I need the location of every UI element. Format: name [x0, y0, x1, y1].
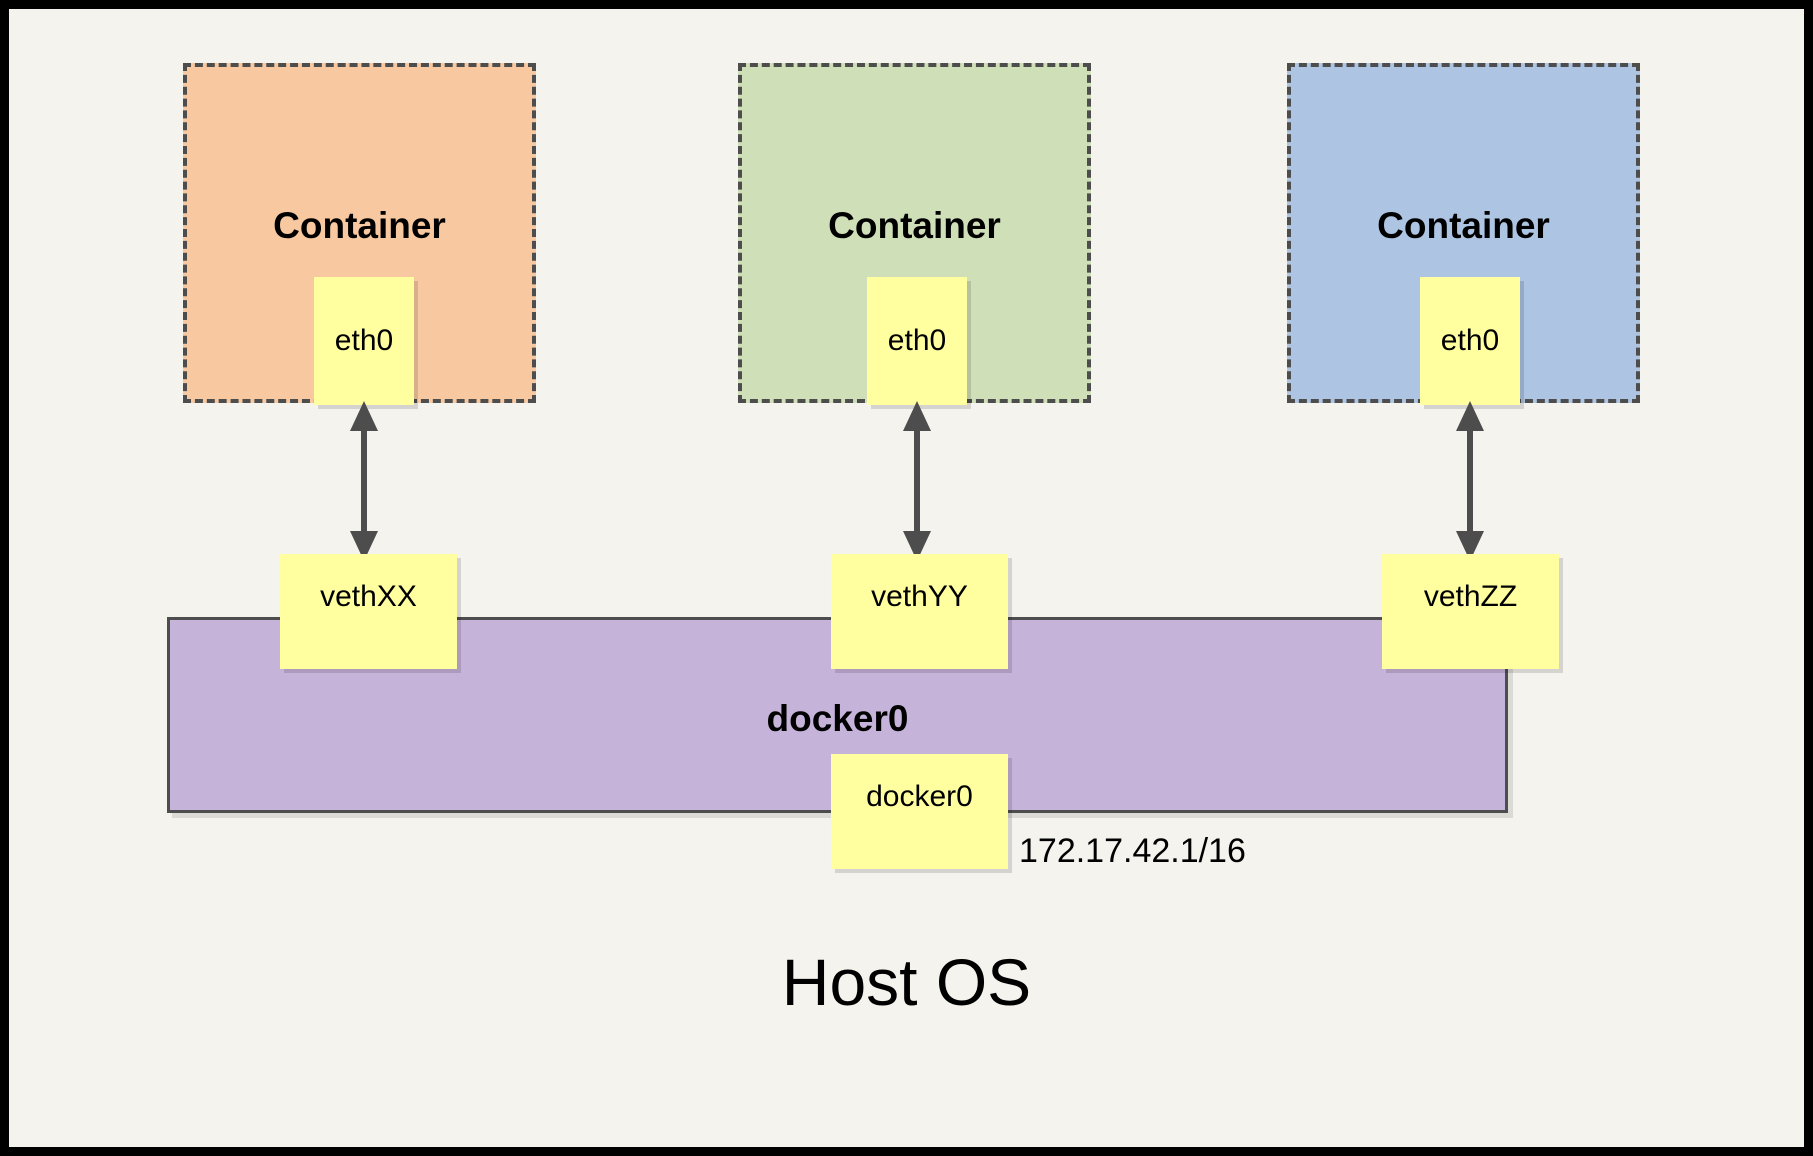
docker0-ip-label: 172.17.42.1/16: [1019, 832, 1246, 870]
eth0-note-1: eth0: [314, 277, 414, 405]
container-title-2: Container: [828, 205, 1001, 246]
veth-note-1: vethXX: [280, 554, 457, 669]
diagram-stage: Container Container Container eth0 eth0 …: [9, 9, 1804, 1147]
container-title-1: Container: [273, 205, 446, 246]
eth0-note-2: eth0: [867, 277, 967, 405]
eth0-note-3: eth0: [1420, 277, 1520, 405]
docker0-bridge-label: docker0: [766, 698, 909, 739]
docker0-interface-note: docker0: [831, 754, 1008, 869]
connector-arrow-3: [1456, 401, 1484, 561]
veth-note-2: vethYY: [831, 554, 1008, 669]
container-title-3: Container: [1377, 205, 1550, 246]
connector-arrow-2: [903, 401, 931, 561]
veth-note-3: vethZZ: [1382, 554, 1559, 669]
connector-arrow-1: [350, 401, 378, 561]
host-os-label: Host OS: [781, 945, 1032, 1019]
